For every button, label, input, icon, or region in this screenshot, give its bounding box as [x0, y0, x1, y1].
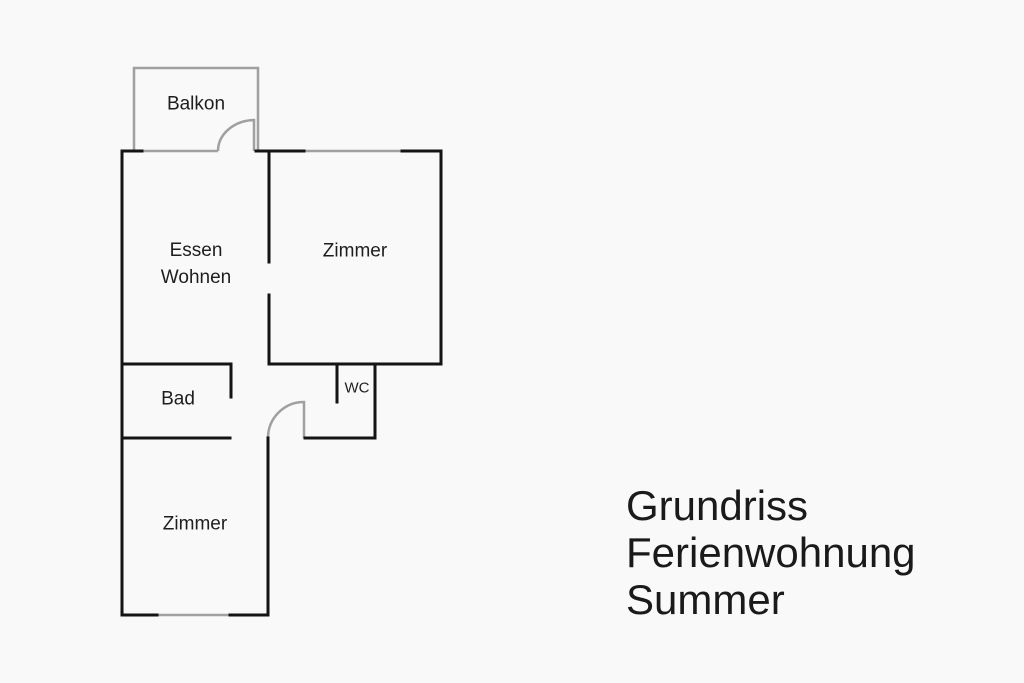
plan-title: Grundriss Ferienwohnung Summer [626, 482, 916, 623]
wall-outer-left [120, 149, 159, 617]
wall-wc-outer [303, 362, 377, 440]
windows-and-doors [132, 66, 402, 617]
room-label-bad: Bad [161, 388, 195, 410]
balcony-door-swing [216, 118, 256, 152]
title-line-2: Ferienwohnung [626, 529, 916, 576]
wall-bad-top [120, 362, 233, 399]
room-label-zimmer-2: Zimmer [162, 513, 228, 535]
room-label-wc: WC [344, 379, 370, 397]
walls [120, 149, 443, 617]
title-line-1: Grundriss [626, 482, 809, 529]
room-label-wohnen: Wohnen [160, 267, 232, 288]
entry-door-swing [266, 400, 306, 439]
room-label-essen-wohnen: Essen Wohnen [161, 237, 231, 291]
room-label-essen: Essen [169, 240, 223, 261]
room-label-zimmer-1: Zimmer [322, 240, 388, 262]
balcony-outline [132, 66, 260, 151]
room-label-balkon: Balkon [166, 93, 226, 115]
wall-room-right [267, 149, 443, 366]
title-line-3: Summer [626, 576, 785, 623]
